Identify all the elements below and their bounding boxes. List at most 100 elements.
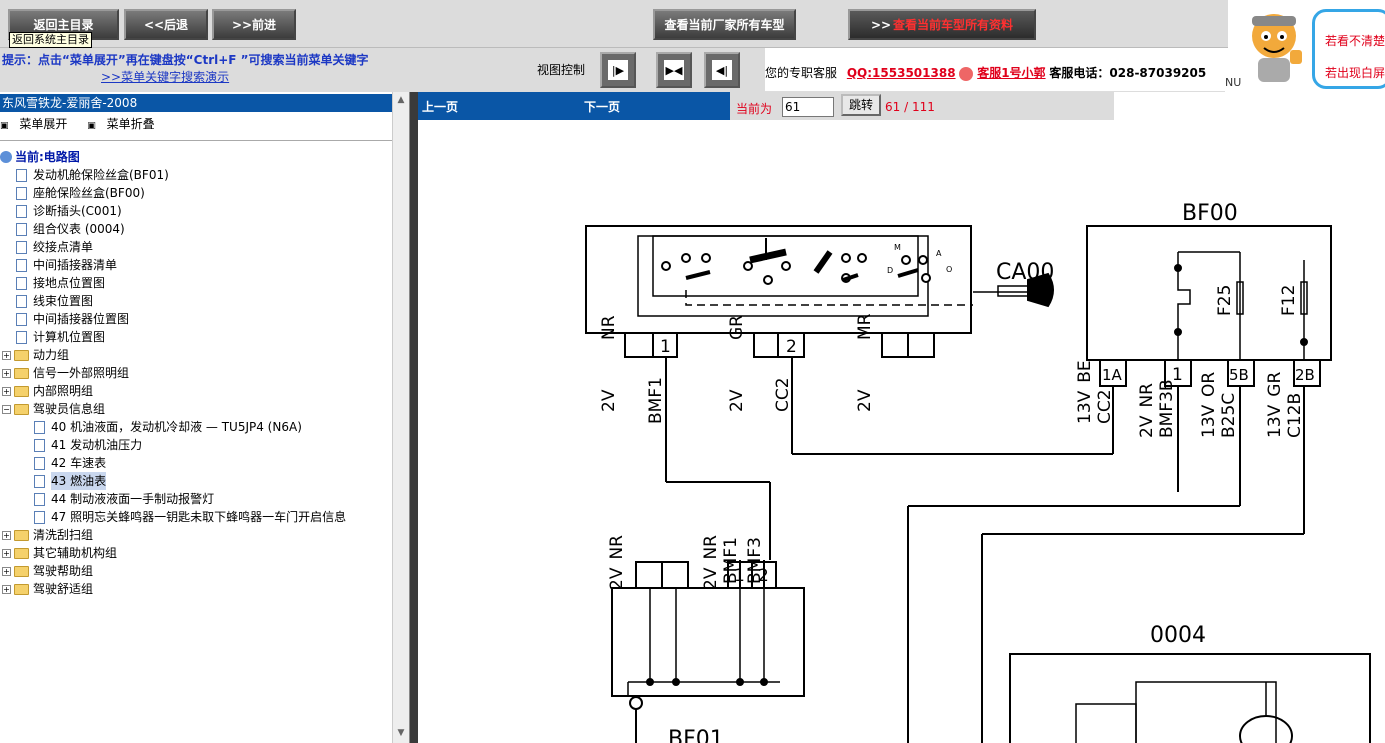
notice-box[interactable]: 若看不清楚 若出现白屏 bbox=[1312, 9, 1385, 89]
tree-child-item[interactable]: 44 制动液液面一手制动报警灯 bbox=[34, 490, 214, 508]
tree-doc-label: 中间插接器位置图 bbox=[33, 312, 130, 326]
plus-icon[interactable]: + bbox=[2, 566, 11, 576]
tree-group-label: 驾驶帮助组 bbox=[33, 564, 94, 578]
tree-doc-item[interactable]: 诊断插头(C001) bbox=[16, 202, 122, 220]
tree-doc-item[interactable]: 线束位置图 bbox=[16, 292, 93, 310]
plus-icon[interactable]: + bbox=[2, 584, 11, 594]
minus-icon[interactable]: − bbox=[2, 404, 11, 414]
tree-child-item[interactable]: 40 机油液面，发动机冷却液 — TU5JP4 (N6A) bbox=[34, 418, 302, 436]
tree-doc-item[interactable]: 绞接点清单 bbox=[16, 238, 93, 256]
view-collapse-button[interactable]: ◀| bbox=[704, 52, 740, 88]
tree-child-item[interactable]: 42 车速表 bbox=[34, 454, 106, 472]
tree-root[interactable]: 当前:电路图 bbox=[0, 148, 80, 166]
tree-group[interactable]: + 动力组 bbox=[2, 346, 69, 364]
tree-group[interactable]: +清洗刮扫组 bbox=[2, 526, 93, 544]
tree-divider bbox=[0, 140, 392, 141]
view-expand-button[interactable]: |▶ bbox=[600, 52, 636, 88]
document-icon bbox=[16, 240, 27, 254]
document-icon bbox=[34, 420, 45, 434]
label-ca00: CA00 bbox=[996, 260, 1054, 285]
plus-icon[interactable]: + bbox=[2, 368, 11, 378]
pin-2-ca00: 2 bbox=[786, 337, 797, 357]
scroll-up-icon[interactable]: ▲ bbox=[397, 95, 405, 105]
tree-doc-label: 座舱保险丝盒(BF00) bbox=[33, 186, 145, 200]
top-header: 返回主目录 <<后退 >>前进 查看当前厂家所有车型 >>查看当前车型所有资料 … bbox=[0, 0, 1385, 92]
wire-gr-2: GR bbox=[1265, 372, 1285, 397]
hint-row: 提示：点击“菜单展开”再在键盘按“Ctrl+F ”可搜索当前菜单关键字 >>菜单… bbox=[0, 48, 765, 92]
document-icon bbox=[34, 510, 45, 524]
expand-icon: ▣ bbox=[0, 121, 12, 131]
tree-group[interactable]: +内部照明组 bbox=[2, 382, 93, 400]
all-models-button[interactable]: 查看当前厂家所有车型 bbox=[653, 9, 796, 40]
service-info: 您的专职客服 QQ:1553501388 客服1号小郭 客服电话：028-870… bbox=[765, 64, 1206, 81]
label-bf01: BF01 bbox=[668, 727, 724, 743]
pin-5b-bf00: 5B bbox=[1229, 366, 1249, 384]
next-page-link[interactable]: 下一页 bbox=[584, 100, 621, 114]
document-icon bbox=[16, 222, 27, 236]
agent-link[interactable]: 客服1号小郭 bbox=[977, 66, 1046, 80]
folder-icon bbox=[14, 529, 29, 541]
scroll-down-icon[interactable]: ▼ bbox=[397, 728, 405, 738]
wire-2v-6: 2V bbox=[701, 567, 721, 590]
collapse-label: 菜单折叠 bbox=[106, 117, 155, 131]
wire-cc2-1: CC2 bbox=[773, 377, 793, 412]
pin-1a-bf00: 1A bbox=[1102, 366, 1123, 384]
sidebar-scrollbar[interactable]: ▲ ▼ bbox=[392, 92, 409, 743]
page-number-input[interactable] bbox=[782, 97, 834, 117]
tree-child-item[interactable]: 41 发动机油压力 bbox=[34, 436, 142, 454]
jump-button[interactable]: 跳转 bbox=[841, 94, 881, 116]
fuse-box-bf01 bbox=[611, 560, 805, 743]
collapse-menu-button[interactable]: ▣ 菜单折叠 bbox=[87, 117, 162, 131]
prev-page-link[interactable]: 上一页 bbox=[422, 100, 459, 114]
tree-doc-item[interactable]: 发动机舱保险丝盒(BF01) bbox=[16, 166, 169, 184]
all-data-button[interactable]: >>查看当前车型所有资料 bbox=[848, 9, 1036, 40]
tree-group[interactable]: +信号一外部照明组 bbox=[2, 364, 129, 382]
search-hint: 提示：点击“菜单展开”再在键盘按“Ctrl+F ”可搜索当前菜单关键字 bbox=[2, 53, 369, 67]
qq-link[interactable]: QQ:1553501388 bbox=[846, 66, 956, 80]
tree-doc-item[interactable]: 中间插接器位置图 bbox=[16, 310, 129, 328]
plus-icon[interactable]: + bbox=[2, 386, 11, 396]
qq-icon bbox=[959, 66, 974, 81]
wire-2v-1: 2V bbox=[599, 389, 619, 412]
tree-doc-item[interactable]: 接地点位置图 bbox=[16, 274, 105, 292]
expand-label: 菜单展开 bbox=[19, 117, 68, 131]
tree-child-item[interactable]: 43 燃油表 bbox=[34, 472, 107, 490]
folder-icon bbox=[14, 565, 29, 577]
tree-child-item[interactable]: 47 照明忘关蜂鸣器一钥匙未取下蜂鸣器一车门开启信息 bbox=[34, 508, 346, 526]
document-icon bbox=[16, 168, 27, 182]
tree-group-label: 动力组 bbox=[33, 348, 70, 362]
instrument-cluster-0004 bbox=[1009, 653, 1371, 743]
pin-2-bf01: 2 bbox=[758, 566, 769, 586]
tree-doc-item[interactable]: 中间插接器清单 bbox=[16, 256, 117, 274]
folder-icon bbox=[14, 385, 29, 397]
pane-splitter[interactable] bbox=[410, 92, 418, 743]
tree-group[interactable]: + 驾驶帮助组 bbox=[2, 562, 93, 580]
back-button[interactable]: <<后退 bbox=[124, 9, 208, 40]
wire-nr-1: NR bbox=[599, 315, 619, 340]
wire-be: BE bbox=[1075, 360, 1095, 382]
tree-doc-item[interactable]: 计算机位置图 bbox=[16, 328, 105, 346]
tree-doc-item[interactable]: 组合仪表 (0004) bbox=[16, 220, 125, 238]
pager-nav-area bbox=[418, 92, 730, 120]
document-icon bbox=[34, 492, 45, 506]
forward-button[interactable]: >>前进 bbox=[212, 9, 296, 40]
navigation-bar: 返回主目录 <<后退 >>前进 查看当前厂家所有车型 >>查看当前车型所有资料 … bbox=[0, 0, 1228, 48]
search-demo-link[interactable]: >>菜单关键字搜索演示 bbox=[101, 70, 230, 84]
tree-group[interactable]: +其它辅助机构组 bbox=[2, 544, 117, 562]
tree-group[interactable]: +驾驶舒适组 bbox=[2, 580, 93, 598]
tree-doc-item[interactable]: 座舱保险丝盒(BF00) bbox=[16, 184, 145, 202]
switch-pos-m: M bbox=[894, 243, 901, 252]
expand-menu-button[interactable]: ▣ 菜单展开 bbox=[0, 117, 75, 131]
plus-icon[interactable]: + bbox=[2, 530, 11, 540]
mascot-icon bbox=[1252, 14, 1302, 82]
tree-group-open[interactable]: −驾驶员信息组 bbox=[2, 400, 105, 418]
diagram-pane: 上一页 下一页 当前为 跳转 61 / 111 bbox=[418, 92, 1385, 743]
notice-line-1: 若看不清楚 bbox=[1325, 34, 1385, 48]
wire-13v-2: 13V bbox=[1199, 404, 1219, 438]
plus-icon[interactable]: + bbox=[2, 350, 11, 360]
pin-2b-bf00: 2B bbox=[1295, 366, 1315, 384]
plus-icon[interactable]: + bbox=[2, 548, 11, 558]
view-split-button[interactable]: ▶◀ bbox=[656, 52, 692, 88]
wire-nr-4v: 2VNR bbox=[701, 535, 721, 590]
tree-doc-label: 接地点位置图 bbox=[33, 276, 106, 290]
